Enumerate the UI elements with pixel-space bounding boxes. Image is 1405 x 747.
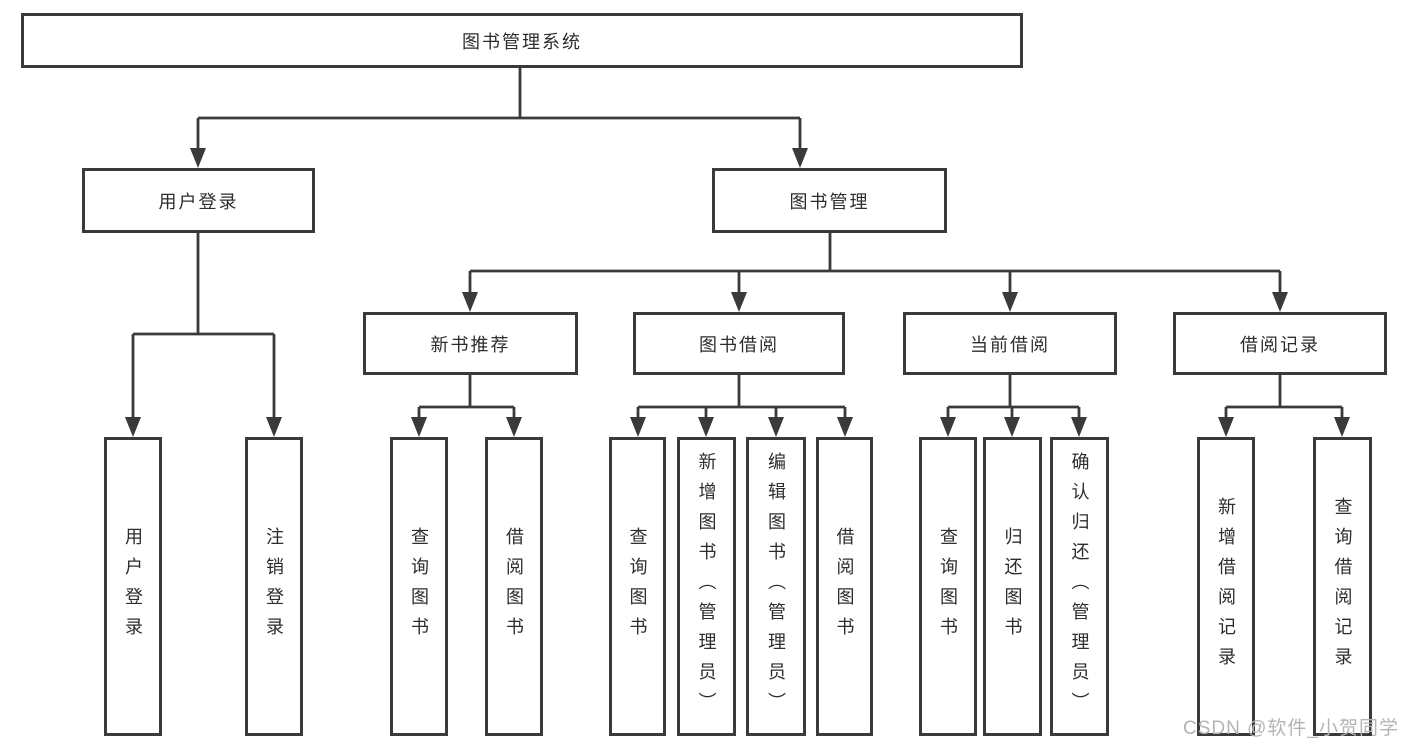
leaf-recommend-query-books: 查询图书 bbox=[390, 437, 448, 736]
leaf-edit-books-admin: 编辑图书（管理员） bbox=[746, 437, 806, 736]
node-book-management: 图书管理 bbox=[712, 168, 947, 233]
leaf-logout: 注销登录 bbox=[245, 437, 303, 736]
leaf-add-books-admin: 新增图书（管理员） bbox=[677, 437, 736, 736]
leaf-confirm-return-admin: 确认归还（管理员） bbox=[1050, 437, 1109, 736]
arrowheads bbox=[125, 148, 1350, 437]
node-borrowing-records: 借阅记录 bbox=[1173, 312, 1387, 375]
csdn-watermark: CSDN @软件_小贺同学 bbox=[1183, 718, 1399, 739]
leaf-query-borrow-record: 查询借阅记录 bbox=[1313, 437, 1372, 736]
leaf-current-query-books: 查询图书 bbox=[919, 437, 977, 736]
leaf-borrow-query-books: 查询图书 bbox=[609, 437, 666, 736]
node-current-borrowing: 当前借阅 bbox=[903, 312, 1117, 375]
node-book-borrowing: 图书借阅 bbox=[633, 312, 845, 375]
leaf-recommend-borrow-books: 借阅图书 bbox=[485, 437, 543, 736]
leaf-add-borrow-record: 新增借阅记录 bbox=[1197, 437, 1255, 736]
node-user-login: 用户登录 bbox=[82, 168, 315, 233]
leaf-user-login: 用户登录 bbox=[104, 437, 162, 736]
node-library-management-system: 图书管理系统 bbox=[21, 13, 1023, 68]
leaf-return-books: 归还图书 bbox=[983, 437, 1042, 736]
node-new-book-recommend: 新书推荐 bbox=[363, 312, 578, 375]
leaf-borrow-books: 借阅图书 bbox=[816, 437, 873, 736]
